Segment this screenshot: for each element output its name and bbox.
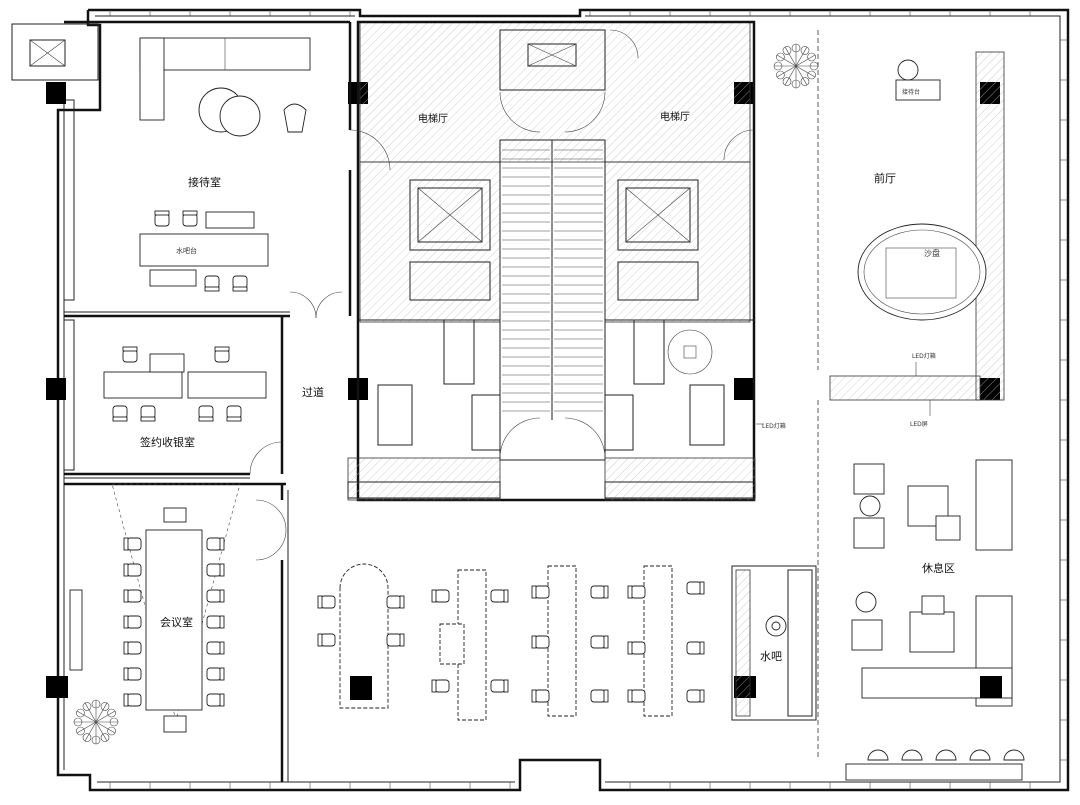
chair <box>317 633 336 647</box>
chair <box>531 635 550 649</box>
chair <box>206 693 225 707</box>
chair <box>431 679 450 693</box>
stool <box>935 749 957 761</box>
chair <box>122 346 138 363</box>
water-bar-label: 水吧 <box>760 650 782 663</box>
chair <box>627 585 646 599</box>
chair <box>206 641 225 655</box>
reception-chairs <box>154 210 248 292</box>
reception-desk-label: 接待台 <box>902 88 920 96</box>
chair <box>198 405 214 422</box>
chair <box>123 589 142 603</box>
front-hall-furniture <box>845 59 1023 781</box>
chair <box>490 589 509 603</box>
chair <box>206 667 225 681</box>
chair <box>490 679 509 693</box>
chair <box>317 595 336 609</box>
chair <box>386 633 405 647</box>
chair <box>112 405 128 422</box>
stool <box>867 749 889 761</box>
stool <box>969 749 991 761</box>
led-screen-label: LED屏 <box>910 421 928 428</box>
chair <box>627 641 646 655</box>
exterior-walls <box>11 8 1070 792</box>
chair <box>206 537 225 551</box>
meeting-furniture <box>69 483 241 733</box>
signing-room-label: 签约收银室 <box>140 435 195 449</box>
open-office-chairs <box>317 581 705 703</box>
chair <box>686 581 705 595</box>
plant-icon <box>73 699 119 745</box>
meeting-chairs <box>123 537 225 707</box>
person-icon <box>765 615 787 637</box>
chair <box>140 405 156 422</box>
chair <box>123 615 142 629</box>
column <box>46 378 66 400</box>
chair <box>123 641 142 655</box>
chair <box>154 210 170 227</box>
chair <box>590 635 609 649</box>
corridor-label: 过道 <box>302 385 324 399</box>
column <box>46 82 66 104</box>
signing-chairs <box>112 346 242 422</box>
doors <box>249 29 755 561</box>
chair <box>686 641 705 655</box>
chair <box>123 563 142 577</box>
chair <box>206 563 225 577</box>
chair <box>386 595 405 609</box>
column <box>46 676 68 698</box>
chair <box>226 405 242 422</box>
chair <box>206 589 225 603</box>
stool <box>901 749 923 761</box>
chair <box>590 585 609 599</box>
annotation-leaders <box>756 362 931 425</box>
chair <box>686 689 705 703</box>
chair <box>531 689 550 703</box>
chair <box>590 689 609 703</box>
chair <box>232 275 248 292</box>
elevator-hall-right-label: 电梯厅 <box>660 110 690 123</box>
open-office-desks <box>339 563 673 721</box>
interior-walls <box>64 20 1005 782</box>
chair <box>431 589 450 603</box>
meeting-room-label: 会议室 <box>160 615 193 629</box>
reception-furniture <box>139 37 311 287</box>
chair <box>182 210 198 227</box>
chair <box>204 275 220 292</box>
front-hall-label: 前厅 <box>874 171 896 185</box>
water-bar-table-label: 水吧台 <box>176 246 197 255</box>
staircase <box>502 149 603 412</box>
led-light-box-label-2: LED灯箱 <box>762 422 786 430</box>
chair <box>206 615 225 629</box>
led-light-box-label-1: LED灯箱 <box>912 352 936 360</box>
room-labels: 接待室 水吧台 签约收银室 会议室 过道 电梯厅 电梯厅 前厅 沙盘 休息区 水… <box>140 88 955 663</box>
window-ticks <box>109 10 1068 790</box>
lounge-label: 休息区 <box>922 561 955 575</box>
chair <box>123 667 142 681</box>
plant-icon <box>773 43 819 89</box>
chair <box>123 693 142 707</box>
column <box>734 378 754 400</box>
chair <box>627 689 646 703</box>
chair <box>531 585 550 599</box>
chair <box>123 537 142 551</box>
chair <box>214 346 230 363</box>
lounge-stools <box>867 749 1025 761</box>
elevator-hall-left-label: 电梯厅 <box>418 112 448 125</box>
stool <box>1003 749 1025 761</box>
wheelchair-icon <box>667 329 713 375</box>
sand-table-label: 沙盘 <box>924 248 940 258</box>
reception-room-label: 接待室 <box>188 175 221 189</box>
signing-furniture <box>103 353 267 399</box>
